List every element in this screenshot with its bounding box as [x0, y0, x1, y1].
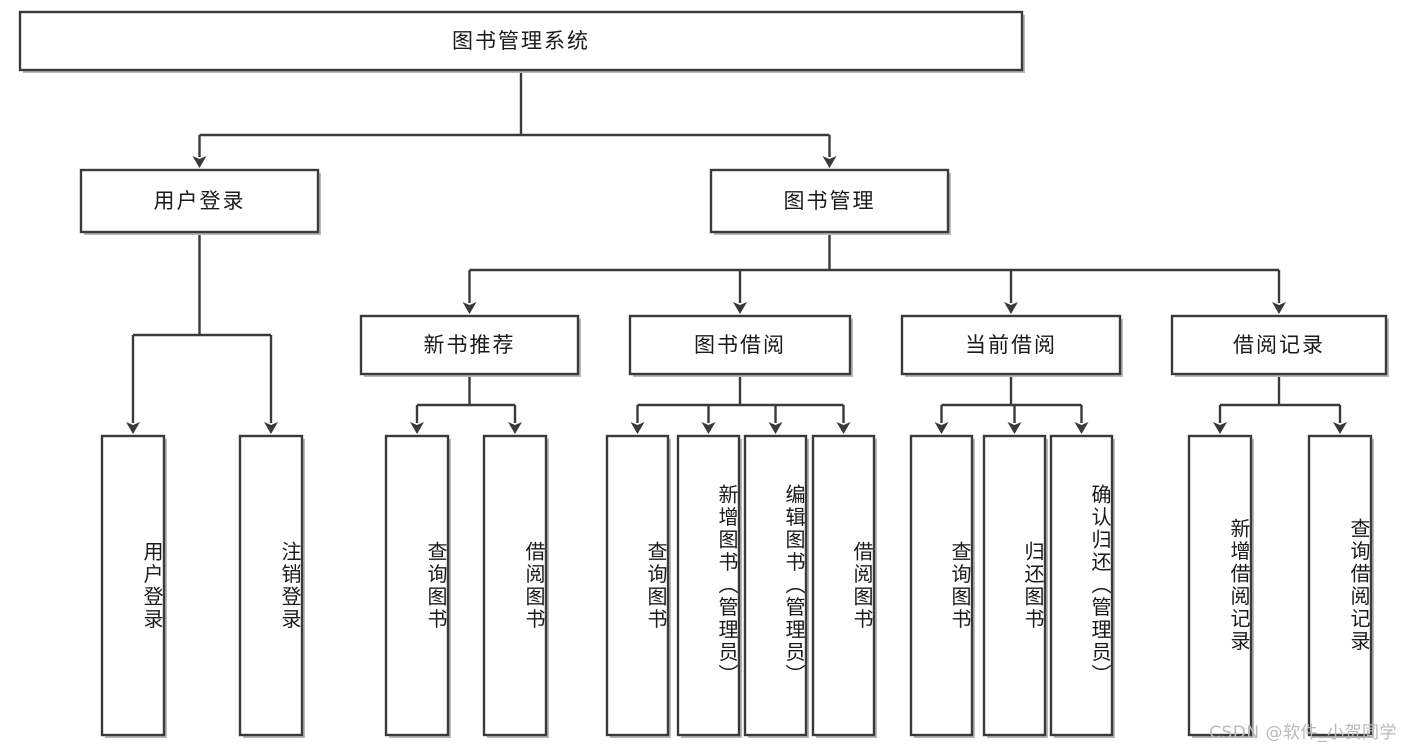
- level3-box-借阅记录[interactable]: [1170, 314, 1388, 376]
- leaf-box-用户登录[interactable]: [100, 434, 166, 737]
- leaf-box-注销登录[interactable]: [238, 434, 304, 737]
- connectors-layer: [126, 70, 1347, 434]
- level3-label: 当前借阅: [965, 333, 1057, 357]
- leaf-box-查询图书[interactable]: [605, 434, 670, 737]
- leaf-box-查询借阅记录[interactable]: [1307, 434, 1373, 737]
- level2-box-用户登录[interactable]: [79, 168, 320, 234]
- level3-box-当前借阅[interactable]: [900, 314, 1122, 376]
- leaf-box-查询图书[interactable]: [909, 434, 974, 737]
- level2-box-图书管理[interactable]: [709, 168, 950, 234]
- level3-box-图书借阅[interactable]: [628, 314, 852, 376]
- boxes-layer: [18, 10, 1389, 738]
- level3-box-新书推荐[interactable]: [359, 314, 580, 376]
- leaf-box-查询图书[interactable]: [384, 434, 450, 737]
- leaf-box-借阅图书[interactable]: [811, 434, 876, 737]
- level3-label: 借阅记录: [1233, 333, 1325, 357]
- leaf-box-确认归还管理员[interactable]: [1049, 434, 1114, 737]
- csdn-watermark: CSDN @软件_小贺同学: [1209, 723, 1397, 743]
- leaf-box-归还图书[interactable]: [982, 434, 1047, 737]
- leaf-box-新增借阅记录[interactable]: [1187, 434, 1253, 737]
- leaf-box-借阅图书[interactable]: [482, 434, 548, 737]
- level2-label: 图书管理: [784, 189, 876, 213]
- leaf-box-新增图书管理员[interactable]: [676, 434, 741, 737]
- level3-label: 新书推荐: [424, 333, 516, 357]
- root-box-图书管理系统[interactable]: [18, 10, 1024, 72]
- leaf-box-编辑图书管理员[interactable]: [743, 434, 808, 737]
- root-label: 图书管理系统: [452, 29, 590, 53]
- level2-label: 用户登录: [154, 189, 246, 213]
- level3-label: 图书借阅: [694, 333, 786, 357]
